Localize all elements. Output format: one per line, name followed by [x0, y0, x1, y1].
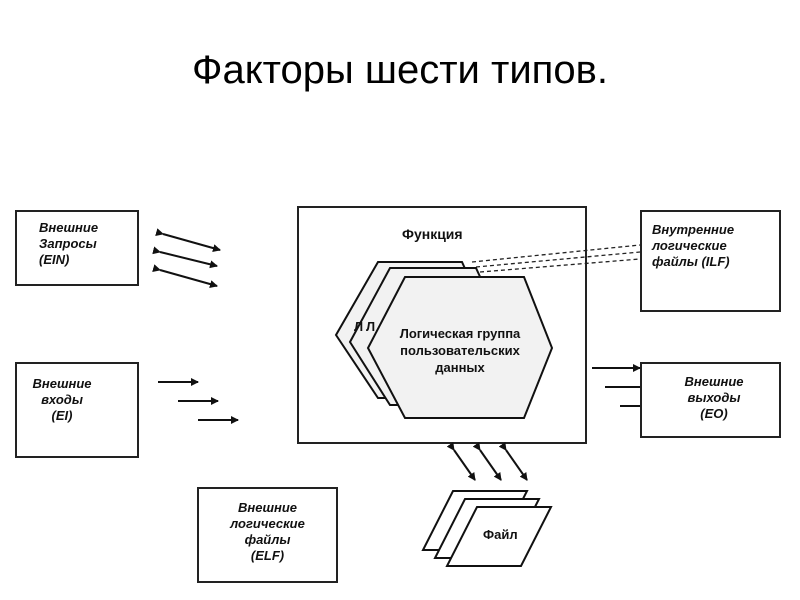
external-inquiries-label: Внешние Запросы (EIN)	[39, 220, 99, 267]
data-group-hexagon-front	[366, 276, 554, 419]
external-inquiries-box: Внешние Запросы (EIN)	[15, 210, 139, 286]
ei-arrows	[158, 378, 239, 424]
external-inputs-label: Внешние входы (EI)	[32, 376, 92, 423]
hexagon-middle-fragment: Л	[366, 319, 375, 334]
external-inputs-box: Внешние входы (EI)	[15, 362, 139, 458]
user-data-group-label: Логическая группа пользовательских данны…	[399, 326, 521, 375]
eo-arrows	[592, 364, 641, 407]
internal-logical-files-box: Внутренние логические файлы (ILF)	[640, 210, 781, 312]
hexagon-back-fragment: Л	[354, 319, 363, 334]
external-logical-files-label: Внешние логические файлы (ELF)	[230, 500, 305, 563]
ein-arrows	[152, 228, 221, 288]
external-outputs-box: Внешние выходы (EO)	[640, 362, 781, 438]
file-arrows	[446, 441, 528, 481]
file-label: Файл	[483, 527, 518, 542]
external-logical-files-box: Внешние логические файлы (ELF)	[197, 487, 338, 583]
ilf-connector-lines	[471, 244, 641, 273]
internal-logical-files-label: Внутренние логические файлы (ILF)	[652, 222, 735, 269]
slide-title: Факторы шести типов.	[192, 48, 608, 92]
external-outputs-label: Внешние выходы (EO)	[684, 374, 744, 421]
file-sheet-front	[445, 506, 553, 567]
function-label: Функция	[402, 226, 463, 242]
